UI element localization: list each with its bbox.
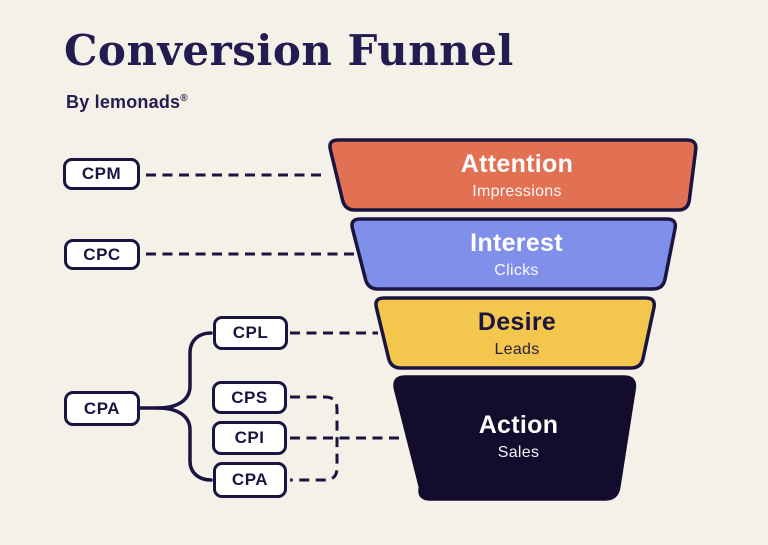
funnel-stage-interest-shape <box>350 217 678 291</box>
label-cpm: CPM <box>81 164 122 183</box>
byline: By lemonads® <box>66 92 188 113</box>
funnel-stage-desire-shape <box>374 296 656 370</box>
label-cpl: CPL <box>232 323 269 342</box>
label-cpi: CPI <box>234 428 265 447</box>
dashed-connectors <box>146 173 400 482</box>
label-cps: CPS <box>231 387 268 407</box>
label-box-cpc: CPC <box>64 239 140 270</box>
label-box-cpa-parent: CPA <box>64 391 140 426</box>
funnel-stage-action-shape <box>393 375 637 501</box>
funnel-stages <box>328 138 698 501</box>
brand-name: lemonads <box>94 92 181 112</box>
label-box-cpi: CPI <box>212 421 287 455</box>
label-cpa-child: CPA <box>231 470 269 489</box>
byline-prefix: By <box>66 92 90 112</box>
page-title: Conversion Funnel <box>64 26 514 75</box>
label-box-cps: CPS <box>212 381 287 414</box>
label-box-cpl: CPL <box>213 316 288 350</box>
funnel-stage-attention-shape <box>328 138 698 212</box>
cpa-bracket <box>139 331 213 482</box>
registered-trademark-mark: ® <box>180 93 188 104</box>
connector-cps-cpa-merge <box>290 395 339 482</box>
label-cpc: CPC <box>83 244 121 264</box>
label-cpa-parent: CPA <box>83 398 121 418</box>
bracket-upper-branch <box>139 331 213 410</box>
label-box-cpm: CPM <box>63 158 140 190</box>
bracket-lower-branch <box>156 406 213 482</box>
label-box-cpa-child: CPA <box>213 462 287 498</box>
